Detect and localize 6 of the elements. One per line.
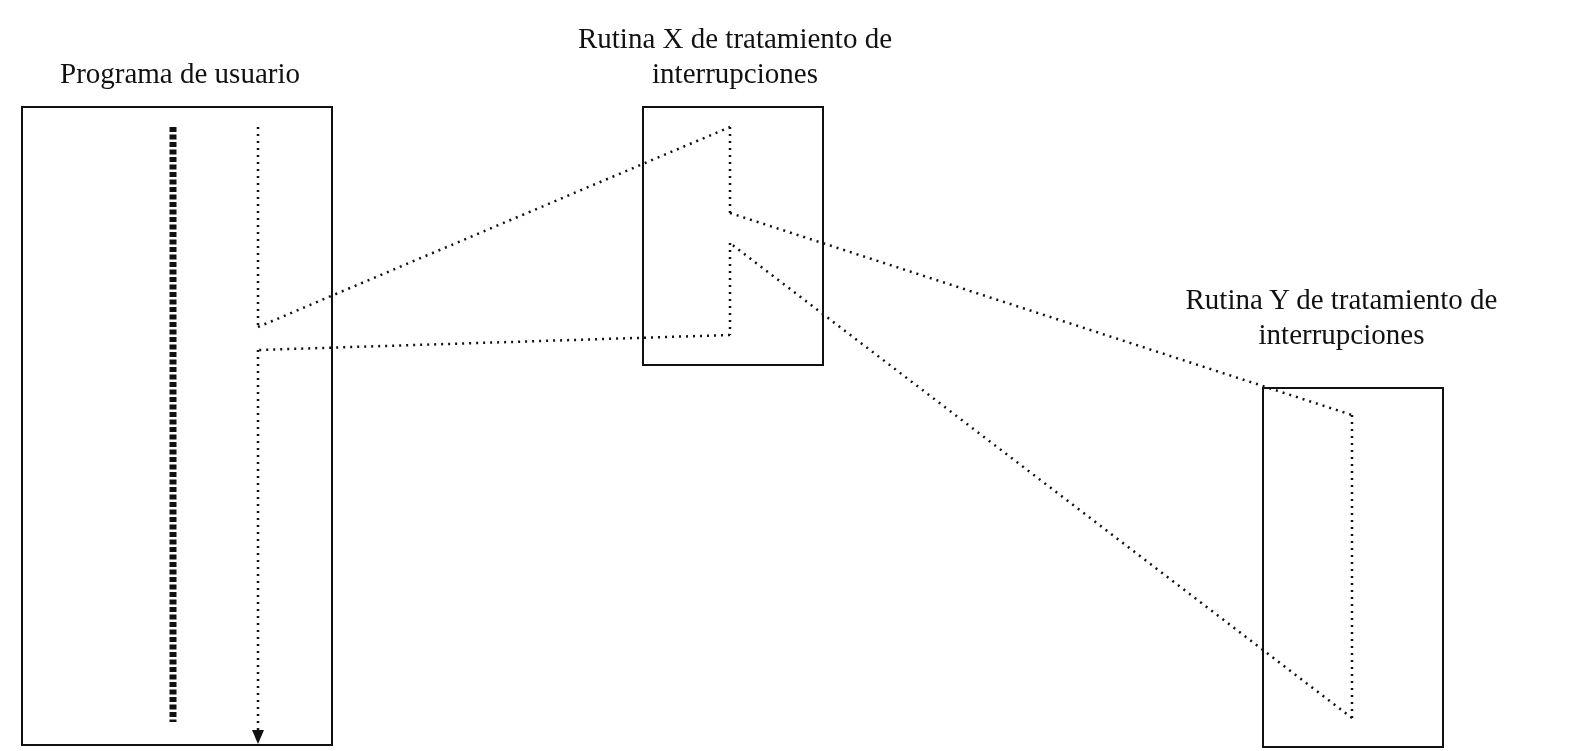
flow-line (257, 333, 731, 352)
box-heading: Rutina X de tratamiento de interrupciones (576, 21, 894, 91)
box-heading: Rutina Y de tratamiento de interrupciones (1184, 282, 1499, 352)
box-heading: Programa de usuario (59, 56, 301, 91)
flow-line (257, 125, 731, 329)
flow-line (729, 211, 1353, 417)
